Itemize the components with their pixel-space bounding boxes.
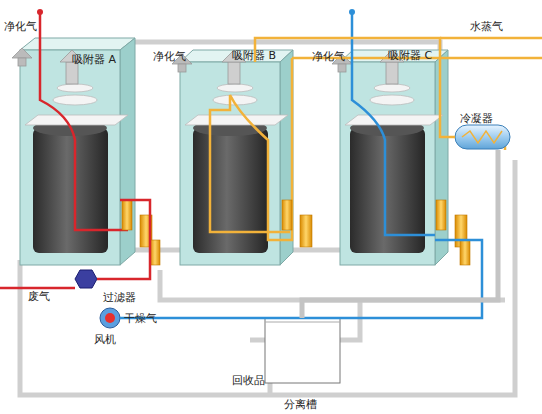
node-label: 吸附器 C bbox=[388, 49, 432, 62]
fan-symbol: 风机 bbox=[100, 308, 120, 328]
pipe-connector bbox=[255, 38, 455, 137]
inlet-label: 废气 bbox=[28, 290, 50, 303]
separator-label: 分离槽 bbox=[284, 398, 317, 411]
node-label: 过滤器 bbox=[103, 291, 136, 304]
steam-label: 水蒸气 bbox=[470, 20, 503, 33]
condenser-symbol: 冷凝器 bbox=[455, 113, 512, 150]
node-label: 冷凝器 bbox=[460, 112, 493, 125]
node-label: 吸附器 A bbox=[72, 53, 116, 66]
outlet-label: 净化气 bbox=[153, 50, 186, 63]
outlet-label: 净化气 bbox=[312, 50, 345, 63]
pipe-connector bbox=[97, 200, 150, 279]
adsorber-tank: 吸附器 A bbox=[20, 50, 120, 265]
node-label: 回收品 bbox=[232, 374, 265, 387]
separator-tank: 回收品 bbox=[265, 318, 340, 383]
node-label: 风机 bbox=[94, 333, 116, 346]
adsorber-tank: 吸附器 C bbox=[340, 62, 435, 265]
outlet-label: 净化气 bbox=[4, 20, 37, 33]
dry-gas-label: 干燥气 bbox=[124, 312, 157, 325]
pipe-connector bbox=[302, 150, 498, 318]
adsorber-tank: 吸附器 B bbox=[180, 62, 280, 265]
filter-symbol: 过滤器 bbox=[75, 270, 97, 288]
